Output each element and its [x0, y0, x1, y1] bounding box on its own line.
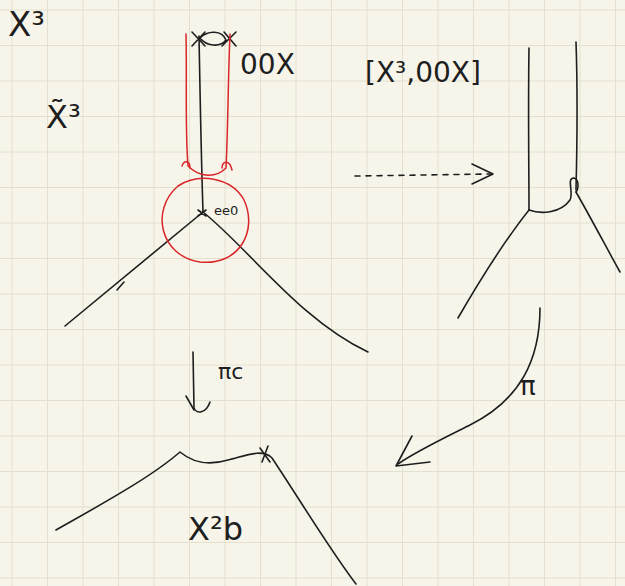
- space-label: [X³,00X]: [365, 58, 481, 89]
- space-label: X³: [8, 6, 45, 43]
- map-label: π: [520, 372, 536, 401]
- map-label: πc: [218, 360, 243, 384]
- space-label: X̃³: [46, 100, 81, 135]
- point-label: 00X: [240, 50, 295, 81]
- point-label: ee0: [214, 204, 238, 218]
- space-label: X²b: [188, 512, 243, 547]
